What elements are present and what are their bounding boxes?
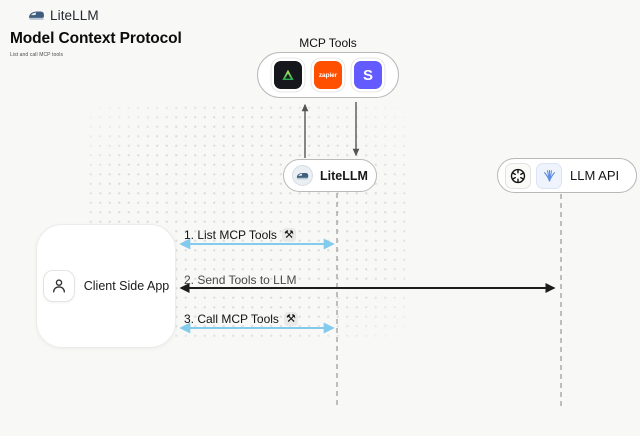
blue-fan-icon (543, 169, 555, 182)
hammer-wrench-icon: ⚒ (281, 228, 296, 242)
llm-api-node-label: LLM API (570, 168, 620, 183)
flow-step-1-text: 1. List MCP Tools (184, 228, 277, 242)
node-llm-api: LLM API (497, 158, 637, 193)
litellm-train-icon (29, 11, 44, 20)
page-title: Model Context Protocol (10, 30, 182, 47)
page-subtitle: List and call MCP tools (10, 52, 64, 58)
litellm-logo-circle (292, 165, 313, 186)
llm-provider-fan-icon (536, 162, 562, 189)
flow-step-3: 3. Call MCP Tools ⚒ (184, 312, 298, 326)
mcp-tools-container: zapier S (257, 52, 399, 98)
stripe-icon: S (354, 61, 382, 89)
train-icon (296, 172, 309, 179)
openai-icon (505, 162, 531, 189)
client-node-label: Client Side App (83, 279, 170, 293)
brand-header[interactable]: LiteLLM (28, 8, 99, 23)
zapier-icon: zapier (314, 61, 342, 89)
openai-knot-icon (509, 166, 527, 185)
brand-name: LiteLLM (50, 8, 99, 23)
green-triangle-provider-icon (274, 61, 302, 89)
triangle-logo-icon (282, 69, 294, 80)
zapier-wordmark: zapier (318, 71, 338, 79)
node-litellm: LiteLLM (283, 159, 377, 192)
flow-step-1: 1. List MCP Tools ⚒ (184, 228, 296, 242)
flow-step-2: 2. Send Tools to LLM (184, 273, 297, 287)
flow-step-3-text: 3. Call MCP Tools (184, 312, 279, 326)
flow-step-2-text: 2. Send Tools to LLM (184, 273, 297, 287)
person-icon (42, 270, 75, 302)
node-client-side-app: Client Side App (36, 224, 176, 348)
user-glyph-icon (52, 279, 65, 293)
litellm-node-label: LiteLLM (320, 168, 368, 183)
hammer-wrench-icon: ⚒ (283, 312, 298, 326)
stripe-letter: S (362, 66, 373, 84)
mcp-tools-label: MCP Tools (299, 36, 357, 50)
